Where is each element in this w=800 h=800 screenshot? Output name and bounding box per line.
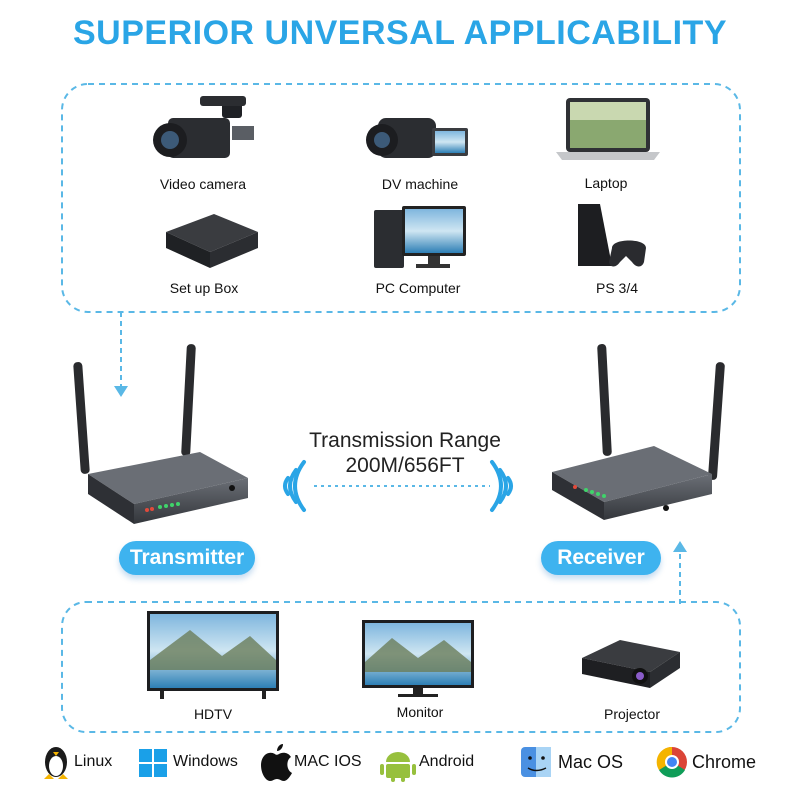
page-title: SUPERIOR UNVERSAL APPLICABILITY bbox=[72, 14, 727, 52]
playstation-icon bbox=[578, 204, 646, 267]
chrome-icon bbox=[656, 746, 687, 778]
os-label-windows: Windows bbox=[173, 753, 238, 770]
transmitter-device-image bbox=[73, 344, 248, 524]
windows-icon bbox=[139, 749, 167, 777]
os-label-linux: Linux bbox=[74, 753, 113, 770]
source-label-dv-machine: DV machine bbox=[381, 176, 459, 192]
monitor-icon bbox=[362, 620, 474, 697]
source-label-laptop: Laptop bbox=[584, 175, 628, 191]
display-label-hdtv: HDTV bbox=[193, 706, 233, 722]
projector-icon bbox=[582, 640, 680, 688]
laptop-icon bbox=[556, 98, 660, 160]
range-line-2: 200M/656FT bbox=[345, 454, 465, 477]
os-label-android: Android bbox=[419, 753, 475, 770]
video-camera-icon bbox=[153, 96, 254, 158]
display-label-monitor: Monitor bbox=[396, 704, 444, 720]
arrow-to-transmitter bbox=[114, 312, 128, 397]
hdtv-icon bbox=[147, 611, 279, 699]
source-label-ps: PS 3/4 bbox=[595, 280, 639, 296]
android-icon bbox=[380, 752, 416, 782]
wireless-signal-right-icon bbox=[490, 460, 513, 512]
arrow-to-receiver bbox=[673, 541, 687, 604]
transmission-range-text: Transmission Range 200M/656FT bbox=[270, 428, 540, 478]
receiver-device-image bbox=[552, 344, 725, 520]
pc-computer-icon bbox=[374, 206, 466, 268]
os-label-mac-os: Mac OS bbox=[558, 752, 624, 772]
mac-os-icon bbox=[521, 747, 551, 777]
sources-dashed-box bbox=[61, 83, 741, 313]
set-top-box-icon bbox=[166, 214, 258, 268]
wireless-signal-left-icon bbox=[283, 460, 306, 512]
linux-icon bbox=[44, 747, 68, 779]
transmitter-label: Transmitter bbox=[119, 541, 255, 575]
displays-dashed-box bbox=[61, 601, 741, 733]
os-label-chrome: Chrome bbox=[692, 752, 757, 772]
source-label-pc-computer: PC Computer bbox=[375, 280, 461, 296]
source-label-video-camera: Video camera bbox=[159, 176, 247, 192]
receiver-label: Receiver bbox=[541, 541, 661, 575]
apple-icon bbox=[261, 744, 292, 781]
source-label-set-up-box: Set up Box bbox=[169, 280, 239, 296]
os-label-mac-ios: MAC IOS bbox=[294, 753, 362, 770]
dv-machine-icon bbox=[366, 118, 468, 158]
range-line-1: Transmission Range bbox=[309, 429, 501, 452]
display-label-projector: Projector bbox=[603, 706, 661, 722]
